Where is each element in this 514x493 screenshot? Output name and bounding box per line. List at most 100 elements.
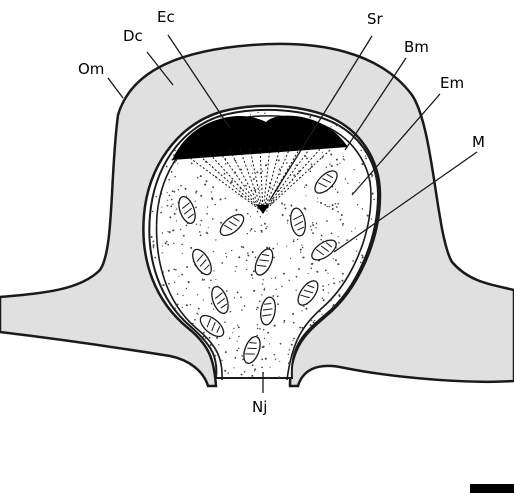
stipple-dot xyxy=(177,304,179,306)
stipple-dot xyxy=(360,262,362,264)
stipple-dot xyxy=(275,289,277,291)
stipple-dot xyxy=(183,235,185,237)
stipple-dot xyxy=(152,211,154,213)
stipple-dot xyxy=(167,205,169,207)
stipple-dot xyxy=(200,175,202,177)
stipple-dot xyxy=(311,263,313,265)
stipple-dot xyxy=(289,215,290,216)
stipple-dot xyxy=(182,295,183,296)
stipple-dot xyxy=(262,284,263,285)
stipple-dot xyxy=(146,234,147,235)
stipple-dot xyxy=(203,299,204,300)
stipple-dot xyxy=(322,289,324,291)
stipple-dot xyxy=(332,382,333,383)
stipple-dot xyxy=(313,380,315,382)
stipple-dot xyxy=(321,314,322,315)
stipple-dot xyxy=(295,164,297,166)
stipple-dot xyxy=(210,279,212,281)
stipple-dot xyxy=(324,204,326,206)
stipple-dot xyxy=(241,246,243,248)
stipple-dot xyxy=(326,167,327,168)
stipple-dot xyxy=(264,223,266,225)
stipple-dot xyxy=(227,373,228,374)
stipple-dot xyxy=(195,192,196,193)
stipple-dot xyxy=(287,223,288,224)
stipple-dot xyxy=(264,384,265,385)
stipple-dot xyxy=(247,233,249,235)
stipple-dot xyxy=(256,171,258,173)
stipple-dot xyxy=(203,336,205,338)
stipple-dot xyxy=(271,278,272,279)
stipple-dot xyxy=(211,191,212,192)
stipple-dot xyxy=(226,256,227,257)
leader-om xyxy=(108,78,123,98)
stipple-dot xyxy=(190,247,192,249)
stipple-dot xyxy=(266,226,267,227)
stipple-dot xyxy=(288,280,290,282)
stipple-dot xyxy=(309,170,311,172)
stipple-dot xyxy=(254,370,255,371)
stipple-dot xyxy=(291,344,293,346)
stipple-dot xyxy=(167,244,169,246)
stipple-dot xyxy=(243,247,245,249)
stipple-dot xyxy=(273,257,275,259)
stipple-dot xyxy=(180,185,182,187)
stipple-dot xyxy=(316,271,318,273)
stipple-dot xyxy=(195,207,197,209)
stipple-dot xyxy=(369,180,371,182)
stipple-dot xyxy=(311,229,313,231)
stipple-dot xyxy=(368,376,370,378)
stipple-dot xyxy=(245,185,247,187)
stipple-dot xyxy=(277,303,279,305)
stipple-dot xyxy=(156,176,158,178)
stipple-dot xyxy=(166,241,168,243)
stipple-dot xyxy=(191,162,193,164)
stipple-dot xyxy=(207,206,208,207)
stipple-dot xyxy=(326,220,328,222)
stipple-dot xyxy=(297,239,298,240)
stipple-dot xyxy=(339,296,341,298)
stipple-dot xyxy=(373,199,375,201)
stipple-dot xyxy=(321,235,323,237)
stipple-dot xyxy=(335,259,337,261)
stipple-dot xyxy=(272,295,274,297)
stipple-dot xyxy=(336,125,338,127)
stipple-dot xyxy=(336,206,338,208)
stipple-dot xyxy=(312,232,314,234)
stipple-dot xyxy=(188,281,190,283)
stipple-dot xyxy=(203,332,205,334)
stipple-dot xyxy=(218,344,219,345)
stipple-dot xyxy=(257,211,259,213)
stipple-dot xyxy=(266,247,268,249)
stipple-dot xyxy=(177,293,178,294)
stipple-dot xyxy=(221,262,223,264)
stipple-dot xyxy=(257,112,258,113)
stipple-dot xyxy=(319,310,321,312)
stipple-dot xyxy=(364,163,365,164)
stipple-dot xyxy=(165,242,167,244)
stipple-dot xyxy=(270,367,271,368)
stipple-dot xyxy=(225,351,227,353)
stipple-dot xyxy=(330,126,331,127)
stipple-dot xyxy=(175,160,177,162)
stipple-dot xyxy=(320,202,322,204)
stipple-dot xyxy=(277,243,278,244)
stipple-dot xyxy=(305,184,307,186)
stipple-dot xyxy=(237,291,239,293)
stipple-dot xyxy=(315,227,316,228)
stipple-dot xyxy=(159,364,160,365)
stipple-dot xyxy=(167,200,168,201)
stipple-dot xyxy=(371,176,372,177)
stipple-dot xyxy=(215,279,216,280)
stipple-dot xyxy=(215,239,216,240)
stipple-dot xyxy=(346,239,348,241)
stipple-dot xyxy=(257,324,258,325)
stipple-dot xyxy=(356,239,357,240)
stipple-dot xyxy=(265,228,267,230)
stipple-dot xyxy=(337,211,339,213)
stipple-dot xyxy=(215,355,216,356)
stipple-dot xyxy=(225,253,226,254)
stipple-dot xyxy=(265,164,267,166)
stipple-dot xyxy=(361,163,363,165)
stipple-dot xyxy=(240,296,242,298)
